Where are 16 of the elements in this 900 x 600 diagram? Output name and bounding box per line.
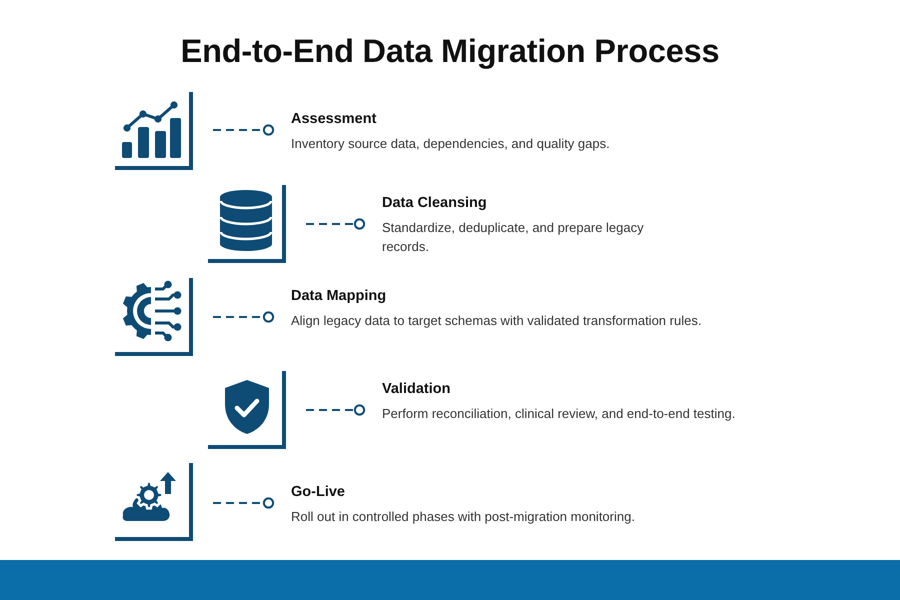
step-description: Inventory source data, dependencies, and quality gaps. [291, 135, 610, 153]
step-title: Go-Live [291, 483, 345, 501]
step-title: Data Cleansing [382, 194, 487, 212]
step-description: Align legacy data to target schemas with validated transformation rules. [291, 312, 702, 330]
step-title: Assessment [291, 110, 376, 128]
title: End-to-End Data Migration Process [180, 32, 720, 70]
corner-bracket [208, 371, 286, 449]
corner-bracket [208, 185, 286, 263]
corner-bracket [115, 463, 193, 541]
step-title: Validation [382, 380, 450, 398]
step-description: Standardize, deduplicate, and prepare legacy records. [382, 219, 645, 256]
step-description: Perform reconciliation, clinical review, and end-to-end testing. [382, 405, 736, 423]
step-description: Roll out in controlled phases with post-migration monitoring. [291, 508, 635, 526]
corner-bracket [115, 278, 193, 356]
corner-bracket [115, 92, 193, 170]
step-title: Data Mapping [291, 287, 386, 305]
